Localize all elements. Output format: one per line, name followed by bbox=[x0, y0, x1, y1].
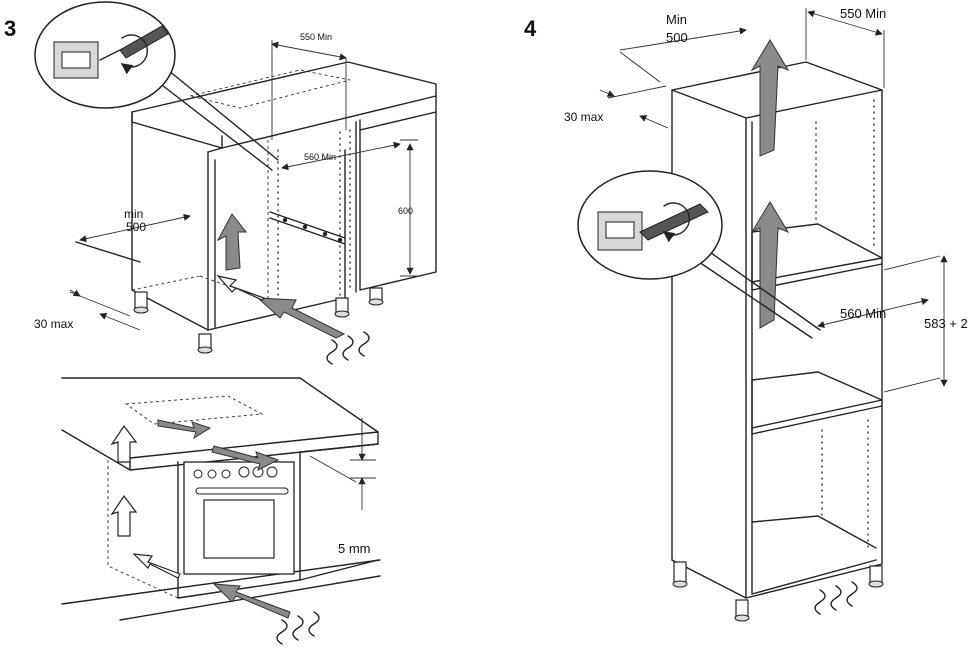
step3-number: 3 bbox=[4, 16, 16, 41]
oven-knob bbox=[193, 469, 203, 479]
step4-column-drawing bbox=[599, 8, 948, 622]
step3-gap-label: 5 mm bbox=[338, 541, 371, 556]
air-inflow-outline-arrow bbox=[132, 553, 181, 579]
step4-width-label: 550 Min bbox=[840, 6, 886, 21]
step3-width-label: 550 Min bbox=[300, 32, 332, 42]
step3-min-value-label: 500 bbox=[126, 220, 146, 234]
cabinet-foot bbox=[868, 565, 884, 588]
step3-oven-drawing bbox=[61, 377, 381, 645]
heat-wave bbox=[814, 589, 826, 615]
step3-screw-detail bbox=[34, 1, 279, 171]
cabinet-foot bbox=[197, 333, 213, 354]
step3-height-label: 600 bbox=[398, 206, 413, 216]
step3-min-label: min bbox=[124, 207, 143, 221]
step4-min-label: Min bbox=[666, 12, 687, 27]
cabinet-foot bbox=[334, 297, 350, 318]
step4-screw-detail bbox=[577, 170, 821, 339]
air-up-arrow bbox=[110, 424, 138, 463]
cabinet-foot bbox=[672, 561, 688, 588]
step3-depth-label: 560 Min bbox=[304, 152, 336, 162]
step4-overhang-label: 30 max bbox=[564, 110, 603, 124]
step4-height-label: 583 + 2 bbox=[924, 316, 968, 331]
air-up-arrow bbox=[110, 494, 138, 537]
heat-wave bbox=[326, 339, 338, 365]
cabinet-foot bbox=[133, 291, 149, 314]
air-inflow-arrow bbox=[212, 583, 291, 619]
air-outflow-arrow bbox=[211, 445, 280, 471]
air-up-arrow bbox=[750, 39, 790, 157]
step4-number: 4 bbox=[524, 16, 537, 41]
step3-overhang-label: 30 max bbox=[34, 317, 73, 331]
air-up-arrow bbox=[750, 201, 790, 329]
oven-handle bbox=[195, 487, 289, 495]
step4-depth-label: 560 Min bbox=[840, 306, 886, 321]
heat-wave bbox=[276, 619, 288, 645]
step4-min-value-label: 500 bbox=[666, 30, 688, 45]
air-inflow-outline-arrow bbox=[216, 275, 266, 301]
cabinet-foot bbox=[734, 599, 750, 622]
air-outflow-arrow bbox=[157, 419, 212, 440]
air-inflow-arrow bbox=[256, 297, 346, 339]
cabinet-foot bbox=[368, 287, 384, 306]
air-up-arrow bbox=[216, 213, 248, 271]
oven-window bbox=[203, 499, 275, 559]
step3-cabinet-drawing bbox=[69, 40, 437, 365]
